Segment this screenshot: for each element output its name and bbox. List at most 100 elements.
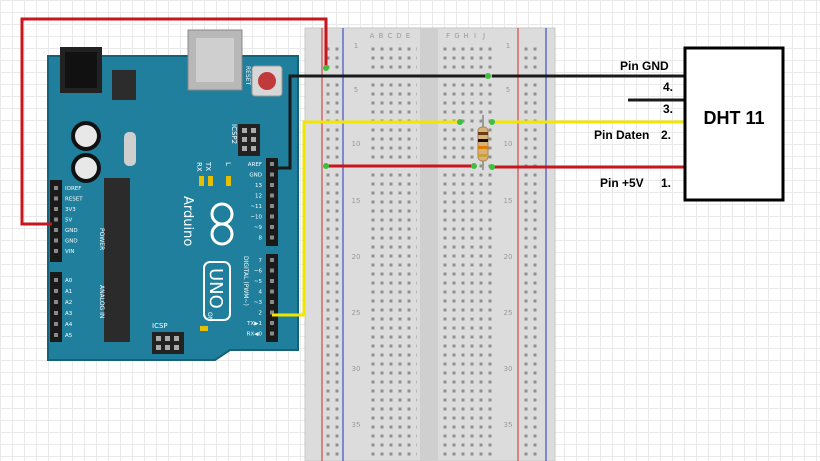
header-pin — [54, 207, 58, 211]
column-letter: B — [379, 32, 384, 40]
column-letter: G — [454, 32, 459, 40]
icsp-label: ICSP — [152, 322, 168, 330]
analog-header — [50, 272, 62, 342]
header-pin — [54, 186, 58, 190]
analog-pin-label: A4 — [65, 322, 73, 328]
digital-label: DIGITAL (PWM~) — [242, 256, 249, 306]
row-number: 25 — [352, 309, 361, 317]
header-pin — [270, 279, 274, 283]
digital-header-top — [266, 158, 278, 246]
terminal-strip-right — [443, 46, 493, 461]
dht11-sensor: DHT 11 — [683, 46, 785, 202]
power-pin-label: GND — [65, 228, 78, 234]
rx-label: RX — [195, 162, 203, 172]
power-pin-label: VIN — [65, 249, 75, 255]
column-letter: H — [463, 32, 468, 40]
sensor-pin-number-3: 3. — [663, 102, 673, 116]
sensor-pin-label-data: Pin Daten — [594, 128, 649, 142]
wire-data-arduino — [272, 120, 460, 317]
power-label: POWER — [98, 228, 105, 250]
analog-pin-label: A3 — [65, 311, 73, 317]
row-number: 25 — [504, 309, 513, 317]
digital-pin-label: ~3 — [254, 300, 263, 306]
l-label: L — [224, 162, 232, 166]
row-number: 20 — [504, 253, 513, 261]
digital-pin-label: 7 — [259, 258, 263, 264]
arduino-board: RESET ICSP2 TX RX L Arduino U — [47, 29, 299, 361]
row-number: 10 — [504, 140, 513, 148]
wire-5v — [20, 17, 328, 226]
row-number: 30 — [504, 365, 513, 373]
header-pin — [270, 289, 274, 294]
column-letter: J — [482, 32, 485, 40]
icsp2-header — [238, 124, 260, 156]
crystal — [124, 132, 136, 166]
power-pin-label: 3V3 — [65, 207, 76, 213]
microcontroller-chip — [104, 178, 130, 342]
row-number: 15 — [352, 197, 361, 205]
row-number: 5 — [506, 86, 510, 94]
digital-pin-label: TX▶1 — [246, 321, 262, 327]
sensor-pin-number-1: 1. — [661, 176, 671, 190]
wire-gnd-arduino — [272, 74, 488, 170]
header-pin — [54, 322, 58, 326]
header-pin — [54, 278, 58, 282]
row-number: 5 — [354, 86, 358, 94]
header-pin — [54, 196, 58, 201]
analog-pin-label: A2 — [65, 300, 72, 306]
digital-pin-label: 8 — [259, 236, 263, 242]
reset-label: RESET — [244, 66, 251, 86]
sensor-pin-number-4: 4. — [663, 80, 673, 94]
header-pin — [270, 204, 274, 208]
header-pin — [54, 333, 58, 337]
row-number: 15 — [504, 197, 513, 205]
header-pin — [270, 183, 274, 187]
sensor-pin-label-5v: Pin +5V — [600, 176, 644, 190]
digital-pin-label: 4 — [259, 290, 263, 296]
header-pin — [270, 321, 274, 325]
on-label: ON — [206, 312, 213, 321]
power-rail-left — [325, 46, 343, 461]
analog-pin-label: A5 — [65, 333, 73, 339]
row-number: 30 — [352, 365, 361, 373]
row-number: 20 — [352, 253, 361, 261]
column-letter: I — [474, 32, 476, 40]
header-pin — [54, 289, 58, 293]
resistor — [477, 115, 489, 170]
row-number: 35 — [504, 421, 513, 429]
header-pin — [54, 300, 58, 304]
terminal-strip-left — [367, 46, 417, 461]
row-number: 1 — [506, 42, 510, 50]
analog-pin-label: A0 — [65, 278, 73, 284]
header-pin — [270, 300, 274, 304]
digital-pin-label: ~10 — [250, 215, 262, 221]
header-pin — [54, 228, 58, 232]
header-pin — [54, 311, 58, 315]
header-pin — [54, 217, 58, 222]
header-pin — [270, 268, 274, 273]
header-pin — [270, 310, 274, 315]
digital-pin-label: 13 — [255, 183, 262, 189]
column-letter: D — [396, 32, 401, 40]
row-number: 10 — [352, 140, 361, 148]
brand-label: Arduino — [180, 196, 195, 246]
voltage-regulator — [112, 70, 136, 100]
center-trench — [420, 28, 438, 461]
sensor-name: DHT 11 — [703, 108, 764, 128]
sensor-pin-label-gnd: Pin GND — [620, 59, 669, 73]
digital-pin-label: ~9 — [254, 225, 263, 231]
header-pin — [270, 162, 274, 166]
column-letter: A — [370, 32, 375, 40]
header-pin — [270, 193, 274, 198]
analog-label: ANALOG IN — [98, 285, 105, 318]
digital-pin-label: ~5 — [254, 279, 263, 285]
power-pin-label: 5V — [65, 218, 72, 224]
digital-header-bottom — [266, 254, 278, 342]
tx-label: TX — [204, 161, 212, 171]
header-pin — [270, 225, 274, 229]
digital-pin-label: AREF — [248, 162, 262, 168]
column-letter: F — [446, 32, 450, 40]
power-rail-right — [521, 46, 539, 461]
